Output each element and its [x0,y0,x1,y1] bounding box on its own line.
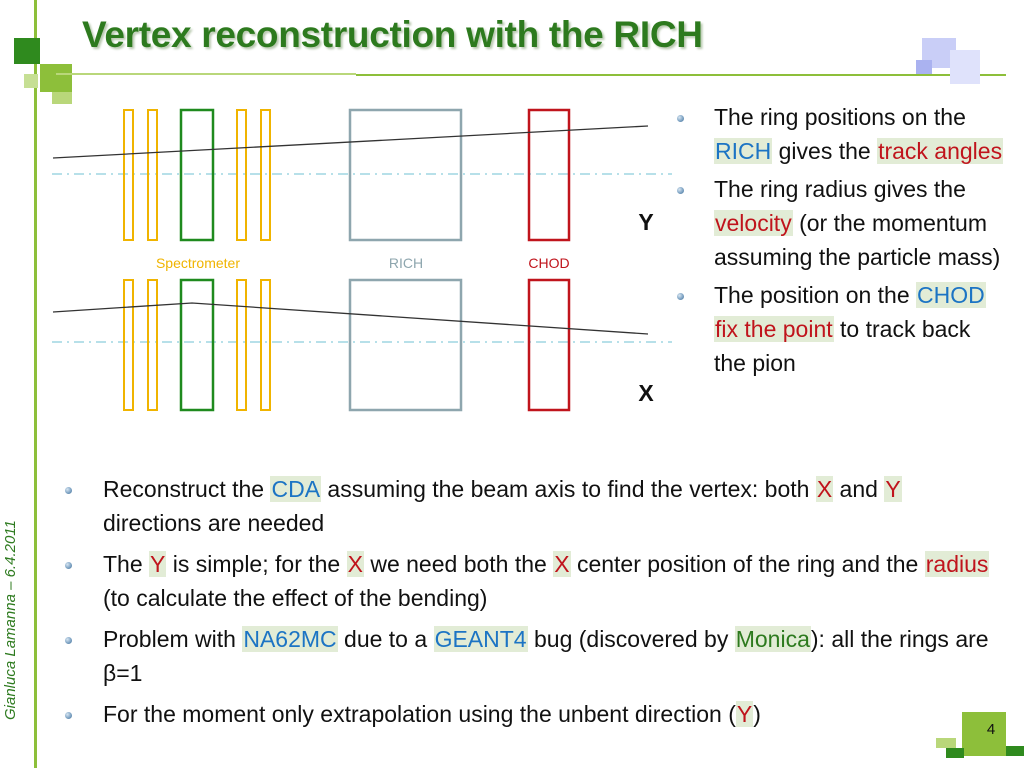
highlighted-term: Y [149,551,167,577]
highlighted-term: velocity [714,210,793,236]
bullet-item: The ring radius gives the velocity (or t… [677,172,1004,274]
highlighted-term: track angles [877,138,1004,164]
magnet [179,108,215,242]
rich-vessel [348,278,463,412]
deco-square [946,748,964,758]
highlighted-term: NA62MC [242,626,338,652]
page-title: Vertex reconstruction with the RICH [82,14,703,55]
magnet [179,278,215,412]
author-date-credit: Gianluca Lamanna – 6.4.2011 [2,520,19,720]
deco-square [962,712,1006,756]
detector-diagram: Spectrometer RICH CHOD Y X [52,108,672,412]
track-y [52,125,649,159]
chod-hodoscope [527,278,571,412]
highlighted-term: Monica [734,626,811,652]
chod-label: CHOD [528,255,569,271]
spectrometer-chamber [147,109,158,241]
bullet-text: The ring radius gives the [714,176,966,202]
bullet-text: ): all the rings are β=1 [103,626,989,686]
highlighted-term: X [815,476,834,502]
spectrometer-chamber [236,279,247,411]
title-underline [56,73,356,75]
bullet-text: assuming the beam axis to find the verte… [321,476,816,502]
y-view-label: Y [638,209,653,235]
bullet-text: ) [753,701,761,727]
bullet-text: due to a [337,626,434,652]
bottom-bullet-list: Reconstruct the CDA assuming the beam ax… [65,472,993,738]
bullet-dot-icon [677,293,684,300]
bullet-text: and [833,476,885,502]
deco-square [24,74,38,88]
x-view [52,278,649,412]
spectrometer-chamber [123,109,134,241]
bullet-text: to track back the pion [714,316,971,376]
right-bullet-list: The ring positions on the RICH gives the… [677,100,1004,384]
bullet-dot-icon [65,637,72,644]
bullet-text: Problem with [103,626,243,652]
spectrometer-label: Spectrometer [156,255,240,271]
deco-square [950,50,980,84]
spectrometer-chamber [260,279,271,411]
bullet-text: gives the [772,138,878,164]
deco-square [936,738,956,748]
highlighted-term: X [553,551,571,577]
bullet-text: we need both the [363,551,554,577]
title-underline [356,74,1006,76]
highlighted-term: CDA [270,476,322,502]
y-view [52,108,649,242]
chod-hodoscope [527,108,571,242]
bullet-text: (to calculate the effect of the bending) [103,585,488,611]
bullet-text: Reconstruct the [103,476,271,502]
highlighted-term: Y [884,476,902,502]
bullet-text: center position of the ring and the [570,551,925,577]
track-x [52,302,649,335]
bullet-text: The position on the [714,282,917,308]
bullet-dot-icon [65,487,72,494]
bullet-dot-icon [65,712,72,719]
bullet-text: is simple; for the [166,551,347,577]
bullet-text: (or the momentum assuming the particle m… [714,210,1001,270]
highlighted-term: X [346,551,364,577]
bullet-dot-icon [65,562,72,569]
bullet-text: The ring positions on the [714,104,966,130]
deco-square [916,60,932,74]
highlighted-term: GEANT4 [433,626,528,652]
spectrometer-chamber [123,279,134,411]
highlighted-term: fix the point [714,316,834,342]
deco-square [52,92,72,104]
bullet-item: Reconstruct the CDA assuming the beam ax… [65,472,993,540]
highlighted-term: radius [924,551,990,577]
spectrometer-chamber [260,109,271,241]
page-number: 4 [986,721,996,738]
bullet-dot-icon [677,115,684,122]
highlighted-term: CHOD [916,282,986,308]
deco-square [14,38,40,64]
spectrometer-chamber [236,109,247,241]
bullet-text: directions are needed [103,510,325,536]
x-view-label: X [638,380,654,406]
rich-vessel [348,108,463,242]
highlighted-term: Y [735,701,754,727]
bullet-item: Problem with NA62MC due to a GEANT4 bug … [65,622,993,690]
bullet-item: The Y is simple; for the X we need both … [65,547,993,615]
highlighted-term: RICH [714,138,773,164]
bullet-item: The ring positions on the RICH gives the… [677,100,1004,168]
rich-label: RICH [389,255,423,271]
spectrometer-chamber [147,279,158,411]
bullet-item: For the moment only extrapolation using … [65,697,993,731]
bullet-text: For the moment only extrapolation using … [103,701,736,727]
deco-square [1006,746,1024,756]
left-rule [34,0,37,768]
deco-square [40,64,72,92]
bullet-item: The position on the CHOD fix the point t… [677,278,1004,380]
bullet-dot-icon [677,187,684,194]
bullet-text: bug (discovered by [527,626,735,652]
bullet-text: The [103,551,150,577]
